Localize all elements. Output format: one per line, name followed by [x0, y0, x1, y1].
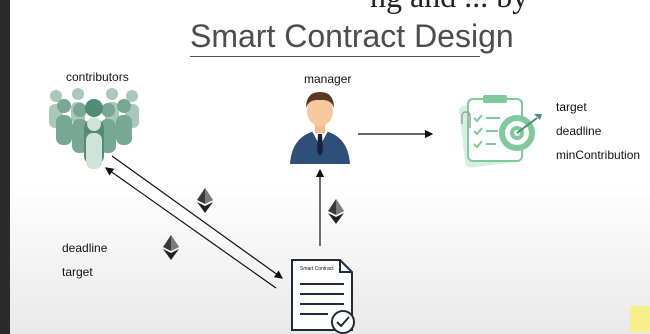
contributors-icon — [49, 88, 139, 169]
slide-left-border — [0, 0, 10, 334]
ethereum-icon — [328, 199, 344, 224]
title-underline — [190, 56, 480, 57]
smart-contract-document-title: Smart Contract — [300, 266, 334, 272]
arrow-contract-to-contributors — [105, 167, 277, 289]
contributor-field-target: target — [62, 265, 93, 279]
goal-field-deadline: deadline — [556, 124, 602, 138]
manager-label: manager — [304, 72, 352, 86]
cropped-caption-text: ng and ... by — [370, 0, 528, 15]
ethereum-icon — [197, 188, 213, 213]
slide-title: Smart Contract Design — [190, 18, 514, 54]
ethereum-icon — [163, 235, 179, 260]
arrow-contributors-to-contract — [111, 155, 283, 279]
smart-contract-document-icon — [291, 259, 355, 334]
flow-arrows — [105, 129, 434, 289]
contributor-field-deadline: deadline — [62, 241, 108, 255]
sticky-note-icon[interactable] — [630, 306, 650, 332]
goal-field-mincontribution: minContribution — [556, 148, 641, 162]
manager-icon — [290, 92, 350, 164]
contributors-label: contributors — [66, 70, 129, 84]
goal-field-target: target — [556, 100, 587, 114]
goal-checklist-icon — [458, 95, 542, 168]
